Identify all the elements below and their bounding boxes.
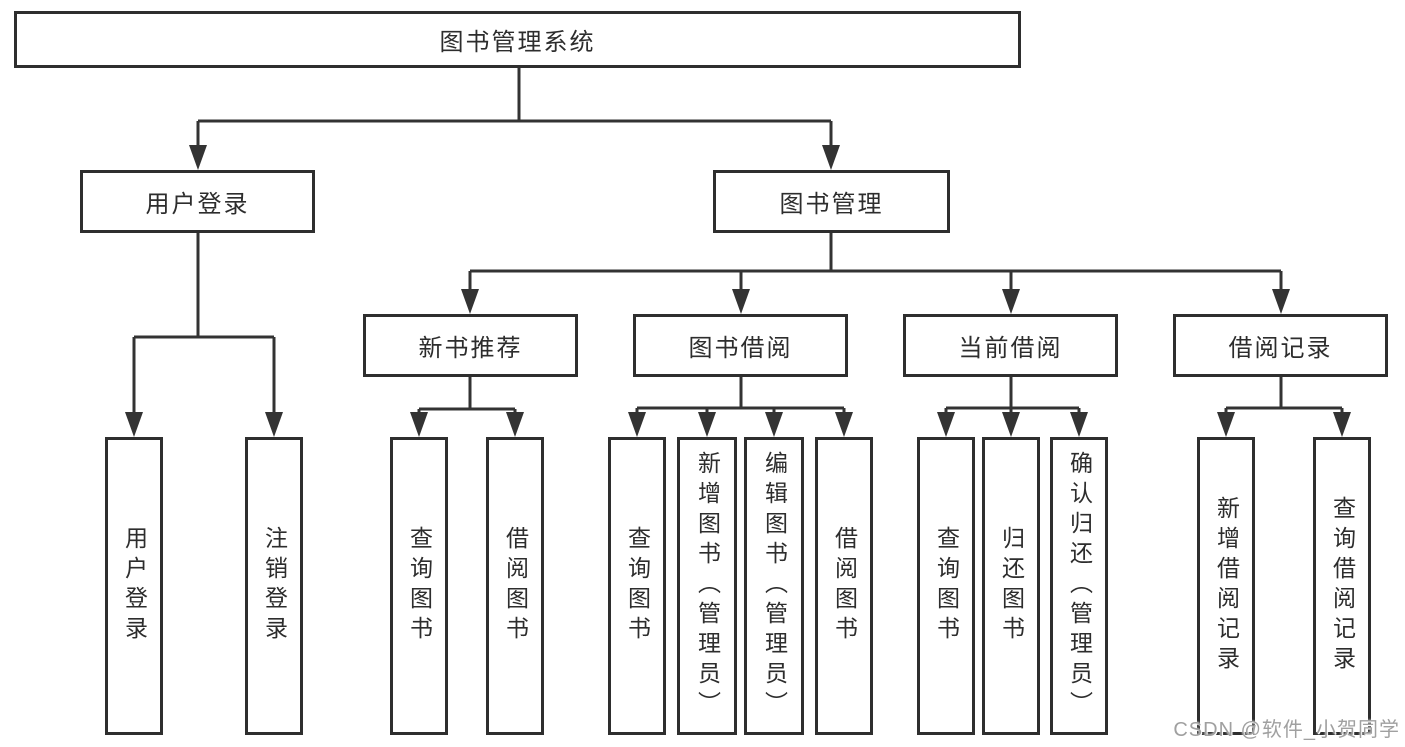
leaf-user-login: 用户登录 bbox=[105, 437, 163, 735]
leaf-borrow-books-recommend: 借阅图书 bbox=[486, 437, 544, 735]
node-book-management: 图书管理 bbox=[713, 170, 950, 233]
node-root: 图书管理系统 bbox=[14, 11, 1021, 68]
csdn-watermark: CSDN @软件_小贺同学 bbox=[1173, 719, 1400, 741]
leaf-logout: 注销登录 bbox=[245, 437, 303, 735]
leaf-query-books-borrow: 查询图书 bbox=[608, 437, 666, 735]
leaf-query-borrow-record: 查询借阅记录 bbox=[1313, 437, 1371, 735]
node-borrow-records: 借阅记录 bbox=[1173, 314, 1388, 377]
leaf-query-books-current: 查询图书 bbox=[917, 437, 975, 735]
leaf-confirm-return-admin: 确认归还（管理员） bbox=[1050, 437, 1108, 735]
node-current-borrow: 当前借阅 bbox=[903, 314, 1118, 377]
leaf-edit-book-admin: 编辑图书（管理员） bbox=[744, 437, 804, 735]
arrow-heads bbox=[125, 145, 1351, 437]
leaf-query-books-recommend: 查询图书 bbox=[390, 437, 448, 735]
leaf-add-book-admin: 新增图书（管理员） bbox=[677, 437, 737, 735]
node-new-book-recommend: 新书推荐 bbox=[363, 314, 578, 377]
leaf-add-borrow-record: 新增借阅记录 bbox=[1197, 437, 1255, 735]
leaf-return-books: 归还图书 bbox=[982, 437, 1040, 735]
node-user-login: 用户登录 bbox=[80, 170, 315, 233]
node-book-borrow: 图书借阅 bbox=[633, 314, 848, 377]
leaf-borrow-books: 借阅图书 bbox=[815, 437, 873, 735]
